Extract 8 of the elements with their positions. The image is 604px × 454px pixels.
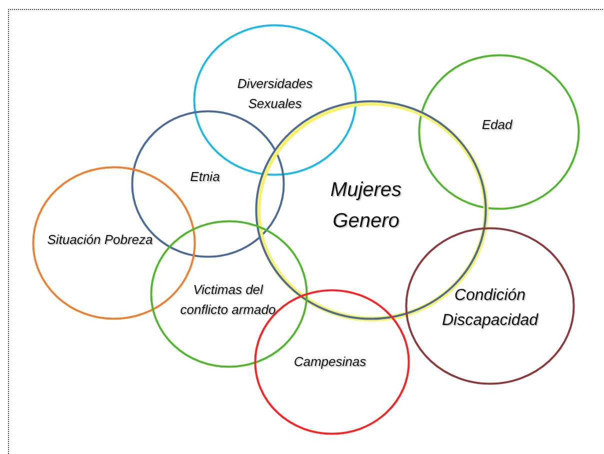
category-label: Situación Pobreza xyxy=(46,231,154,249)
category-label: Campesinas xyxy=(292,353,368,371)
category-label: Condición Discapacidad xyxy=(440,286,540,331)
category-label: Diversidades Sexuales xyxy=(236,75,314,114)
category-label: Edad xyxy=(480,116,514,134)
category-label: Etnia xyxy=(189,168,221,186)
category-label: Mujeres Genero xyxy=(329,178,403,234)
category-label: Victimas del conflicto armado xyxy=(179,281,277,320)
